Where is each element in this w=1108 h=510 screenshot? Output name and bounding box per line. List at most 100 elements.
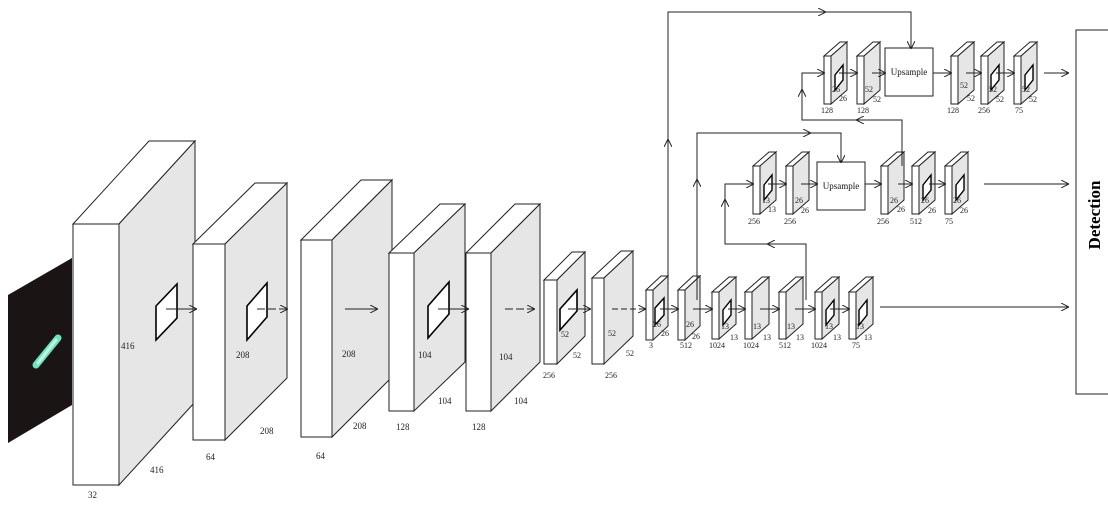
backbone-2-height-label: 208 bbox=[236, 350, 250, 360]
scale1-block-4: 52 52 256 bbox=[978, 42, 1004, 115]
scale2-post-3-width-label: 26 bbox=[960, 206, 968, 215]
scale1-pre-2-width-label: 52 bbox=[873, 95, 881, 104]
backbone-block-4: 104 104 128 bbox=[389, 204, 465, 432]
scale1-post-3-height-label: 52 bbox=[1022, 85, 1030, 94]
backbone-7-height-label: 52 bbox=[608, 329, 616, 338]
backbone-1-height-label: 416 bbox=[121, 341, 135, 351]
scale3-1-channel-label: 3 bbox=[649, 341, 653, 350]
scale1-post-1-height-label: 52 bbox=[960, 81, 968, 90]
scale2-block-3: 26 26 256 bbox=[877, 152, 905, 226]
scale2-upsample-box: Upsample bbox=[817, 162, 865, 210]
scale3-block-1: 26 26 3 bbox=[646, 276, 669, 350]
scale1-post-1-width-label: 52 bbox=[967, 94, 975, 103]
detection-label: Detection bbox=[1085, 180, 1104, 249]
scale1-post-1-channel-label: 128 bbox=[947, 106, 959, 115]
backbone-3-channel-label: 64 bbox=[316, 451, 326, 461]
backbone-7-width-label: 52 bbox=[626, 349, 634, 358]
scale2-pre-2-width-label: 26 bbox=[801, 206, 809, 215]
scale3-4-height-label: 13 bbox=[753, 322, 761, 331]
scale3-2-channel-label: 512 bbox=[680, 341, 692, 350]
scale2-post-3-height-label: 26 bbox=[953, 196, 961, 205]
backbone-1-channel-label: 32 bbox=[88, 490, 97, 500]
scale3-7-width-label: 13 bbox=[864, 333, 872, 342]
scale3-1-width-label: 26 bbox=[661, 329, 669, 338]
scale1-post-2-height-label: 52 bbox=[989, 85, 997, 94]
scale3-7-height-label: 13 bbox=[856, 322, 864, 331]
scale3-4-channel-label: 1024 bbox=[743, 341, 759, 350]
scale1-upsample-box: Upsample bbox=[885, 48, 933, 96]
scale1-block-2: 52 52 128 bbox=[857, 42, 881, 115]
backbone-block-7: 52 52 256 bbox=[592, 251, 634, 380]
scale3-2-width-label: 26 bbox=[692, 332, 700, 341]
scale3-block-3: 13 13 1024 bbox=[709, 277, 738, 350]
backbone-5-channel-label: 128 bbox=[472, 422, 486, 432]
backbone-2-channel-label: 64 bbox=[206, 452, 216, 462]
backbone-4-channel-label: 128 bbox=[396, 422, 410, 432]
backbone-6-height-label: 52 bbox=[561, 330, 569, 339]
scale1-post-3-width-label: 52 bbox=[1029, 95, 1037, 104]
scale1-pre-2-channel-label: 128 bbox=[857, 106, 869, 115]
scale1-block-3: 52 52 128 bbox=[947, 42, 975, 115]
scale2-pre-1-height-label: 13 bbox=[762, 196, 770, 205]
scale2-upsample-label: Upsample bbox=[823, 181, 860, 191]
scale3-1-height-label: 26 bbox=[653, 320, 661, 329]
backbone-6-channel-label: 256 bbox=[543, 371, 555, 380]
scale1-pre-2-height-label: 52 bbox=[865, 85, 873, 94]
scale2-post-1-channel-label: 256 bbox=[877, 217, 889, 226]
input-image bbox=[8, 258, 72, 443]
scale3-4-width-label: 13 bbox=[763, 333, 771, 342]
scale2-post-3-channel-label: 75 bbox=[945, 217, 953, 226]
backbone-3-width-label: 208 bbox=[353, 421, 367, 431]
backbone-1-width-label: 416 bbox=[150, 465, 164, 475]
scale3-block-7: 13 13 75 bbox=[849, 277, 873, 350]
scale2-pre-2-channel-label: 256 bbox=[784, 217, 796, 226]
scale2-block-5: 26 26 75 bbox=[945, 152, 968, 226]
scale3-7-channel-label: 75 bbox=[852, 341, 860, 350]
scale2-pre-1-channel-label: 256 bbox=[748, 217, 760, 226]
scale3-6-height-label: 13 bbox=[825, 322, 833, 331]
backbone-block-3: 208 208 64 bbox=[301, 180, 392, 461]
scale1-pre-1-width-label: 26 bbox=[839, 94, 847, 103]
scale3-2-height-label: 26 bbox=[686, 320, 694, 329]
scale1-post-3-channel-label: 75 bbox=[1015, 106, 1023, 115]
backbone-3-height-label: 208 bbox=[342, 349, 356, 359]
backbone-block-1: 416 416 32 bbox=[73, 141, 195, 500]
backbone-5-height-label: 104 bbox=[499, 352, 513, 362]
scale3-3-channel-label: 1024 bbox=[709, 341, 725, 350]
backbone-block-6: 52 52 256 bbox=[543, 252, 585, 380]
scale3-3-height-label: 13 bbox=[721, 322, 729, 331]
scale1-pre-1-height-label: 26 bbox=[832, 85, 840, 94]
scale1-post-2-channel-label: 256 bbox=[978, 106, 990, 115]
scale2-pre-2-height-label: 26 bbox=[795, 196, 803, 205]
scale1-block-1: 26 26 128 bbox=[821, 42, 847, 115]
scale1-block-5: 52 52 75 bbox=[1014, 42, 1037, 115]
backbone-block-2: 208 208 64 bbox=[193, 183, 287, 462]
scale3-block-6: 13 13 1024 bbox=[811, 277, 841, 350]
scale2-post-2-channel-label: 512 bbox=[910, 217, 922, 226]
scale2-block-1: 13 13 256 bbox=[748, 152, 776, 226]
scale1-pre-1-channel-label: 128 bbox=[821, 106, 833, 115]
backbone-7-channel-label: 256 bbox=[605, 371, 617, 380]
backbone-4-width-label: 104 bbox=[438, 396, 452, 406]
backbone-2-width-label: 208 bbox=[260, 426, 274, 436]
scale1-upsample-label: Upsample bbox=[891, 67, 928, 77]
scale2-block-4: 26 26 512 bbox=[910, 152, 936, 226]
detection-box: Detection bbox=[1076, 30, 1108, 394]
scale3-3-width-label: 13 bbox=[730, 333, 738, 342]
scale3-5-channel-label: 512 bbox=[779, 341, 791, 350]
scale2-pre-1-width-label: 13 bbox=[768, 205, 776, 214]
backbone-5-width-label: 104 bbox=[514, 396, 528, 406]
scale3-5-width-label: 13 bbox=[796, 333, 804, 342]
scale3-block-4: 13 13 1024 bbox=[743, 277, 771, 350]
scale3-5-height-label: 13 bbox=[787, 322, 795, 331]
scale3-block-5: 13 13 512 bbox=[779, 277, 804, 350]
scale2-post-1-width-label: 26 bbox=[897, 205, 905, 214]
backbone-block-5: 104 104 128 bbox=[466, 204, 540, 432]
scale2-block-2: 26 26 256 bbox=[784, 152, 809, 226]
scale2-post-2-height-label: 26 bbox=[921, 196, 929, 205]
scale2-post-1-height-label: 26 bbox=[890, 196, 898, 205]
scale1-post-2-width-label: 52 bbox=[996, 95, 1004, 104]
scale3-6-channel-label: 1024 bbox=[811, 341, 827, 350]
